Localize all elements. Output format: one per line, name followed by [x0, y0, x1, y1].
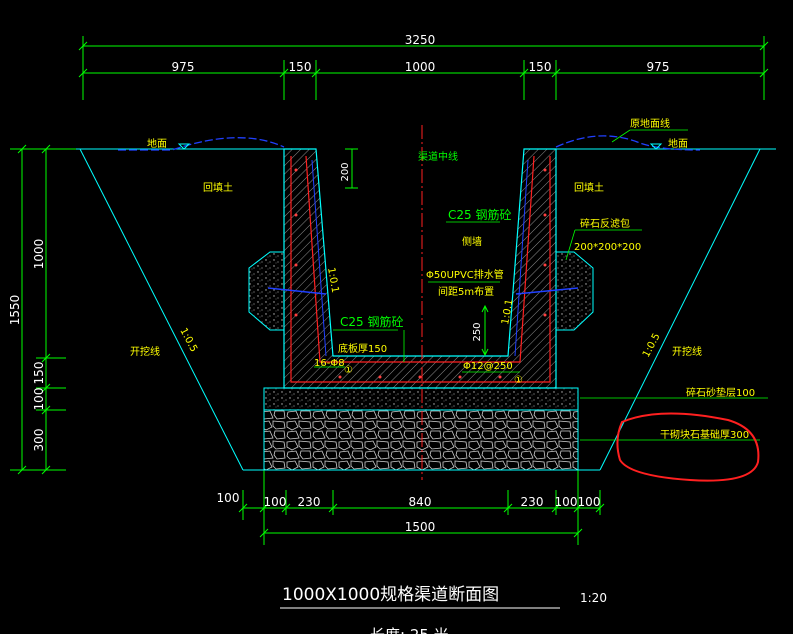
dim-left-slab: 150 — [32, 362, 46, 385]
dim-left-wall: 1000 — [32, 239, 46, 270]
label-ground-right: 地面 — [668, 137, 688, 150]
dim-left-bed: 100 — [32, 388, 46, 411]
wall-inner-blue-right — [514, 159, 529, 357]
dim-top-wall-left: 150 — [289, 60, 312, 74]
leader-lines — [314, 129, 768, 441]
label-ground-line: 原地面线 — [630, 117, 670, 130]
dim-bottom-230-left: 230 — [298, 495, 321, 509]
gravel-filter-right — [555, 251, 594, 331]
dim-top-center: 1000 — [405, 60, 436, 74]
dim-top-cover: 200 — [340, 162, 351, 181]
label-rebar-left: 16-Φ8 — [314, 358, 345, 369]
highlight-circle — [616, 412, 760, 482]
label-gravel-filter: 碎石反滤包 — [580, 217, 630, 230]
label-centerline: 渠道中线 — [418, 150, 458, 163]
rebar-dots — [294, 168, 547, 379]
label-rebar-mark-left: ① — [344, 365, 353, 376]
label-concrete-wall: C25 钢筋砼 — [448, 207, 511, 222]
label-excavation-slope-left: 1:0.5 — [177, 326, 199, 354]
dim-bottom-left-100: 100 — [264, 495, 287, 509]
gravel-filter-left — [248, 251, 285, 331]
inner-dims — [345, 148, 489, 357]
label-gravel-filter-size: 200*200*200 — [574, 242, 641, 253]
label-excavation-left: 开挖线 — [130, 345, 160, 358]
label-side-wall: 侧墙 — [462, 235, 482, 248]
label-backfill-right: 回填土 — [574, 181, 604, 194]
dim-left-total: 1550 — [8, 295, 22, 326]
wall-inner-blue-left — [311, 159, 327, 357]
label-pipe-spacing: 间距5m布置 — [438, 285, 494, 298]
label-gravel-bed: 碎石砂垫层100 — [686, 386, 755, 399]
dim-inner-250: 250 — [472, 322, 483, 341]
label-dry-stone: 干砌块石基础厚300 — [660, 428, 749, 441]
label-rebar-main: Φ12@250 — [463, 361, 513, 372]
label-backfill-left: 回填土 — [203, 181, 233, 194]
rebar-cage — [290, 155, 551, 383]
dim-bottom-outer-left: 100 — [217, 491, 240, 505]
drawing-scale: 1:20 — [580, 591, 607, 605]
concrete-channel-body — [283, 148, 557, 389]
ground-marker-left-icon — [177, 143, 191, 150]
label-slope-left: 1:0.1 — [325, 267, 340, 294]
drain-pipes — [267, 287, 579, 295]
label-pipe: Φ50UPVC排水管 — [426, 268, 504, 281]
dim-bottom-230-right: 230 — [521, 495, 544, 509]
top-dimension-chain — [78, 36, 769, 100]
label-rebar-mark-right: ① — [514, 375, 523, 386]
ground-marker-right-icon — [649, 143, 663, 150]
label-slope-right: 1:0.1 — [500, 298, 515, 325]
dim-left-base: 300 — [32, 429, 46, 452]
dim-top-left: 975 — [172, 60, 195, 74]
gravel-bed — [263, 387, 579, 411]
left-dimension-chain — [10, 144, 76, 475]
dry-stone-foundation — [263, 409, 579, 471]
dim-top-wall-right: 150 — [529, 60, 552, 74]
label-concrete-slab: C25 钢筋砼 — [340, 314, 403, 329]
dim-bottom-right-100a: 100 — [555, 495, 578, 509]
dim-bottom-right-100b: 100 — [578, 495, 601, 509]
dim-top-total: 3250 — [405, 33, 436, 47]
label-ground-left: 地面 — [147, 137, 167, 150]
dim-bottom-total: 1500 — [405, 520, 436, 534]
dim-bottom-840: 840 — [409, 495, 432, 509]
ground-line — [118, 135, 701, 151]
drawing-footer: 长度: 25 米 — [370, 626, 449, 634]
bottom-dimension-chain — [238, 470, 605, 545]
dim-top-right: 975 — [647, 60, 670, 74]
label-slab-thickness: 底板厚150 — [338, 342, 387, 355]
label-excavation-slope-right: 1:0.5 — [641, 332, 663, 360]
label-excavation-right: 开挖线 — [672, 345, 702, 358]
drawing-title: 1000X1000规格渠道断面图 — [282, 585, 499, 605]
